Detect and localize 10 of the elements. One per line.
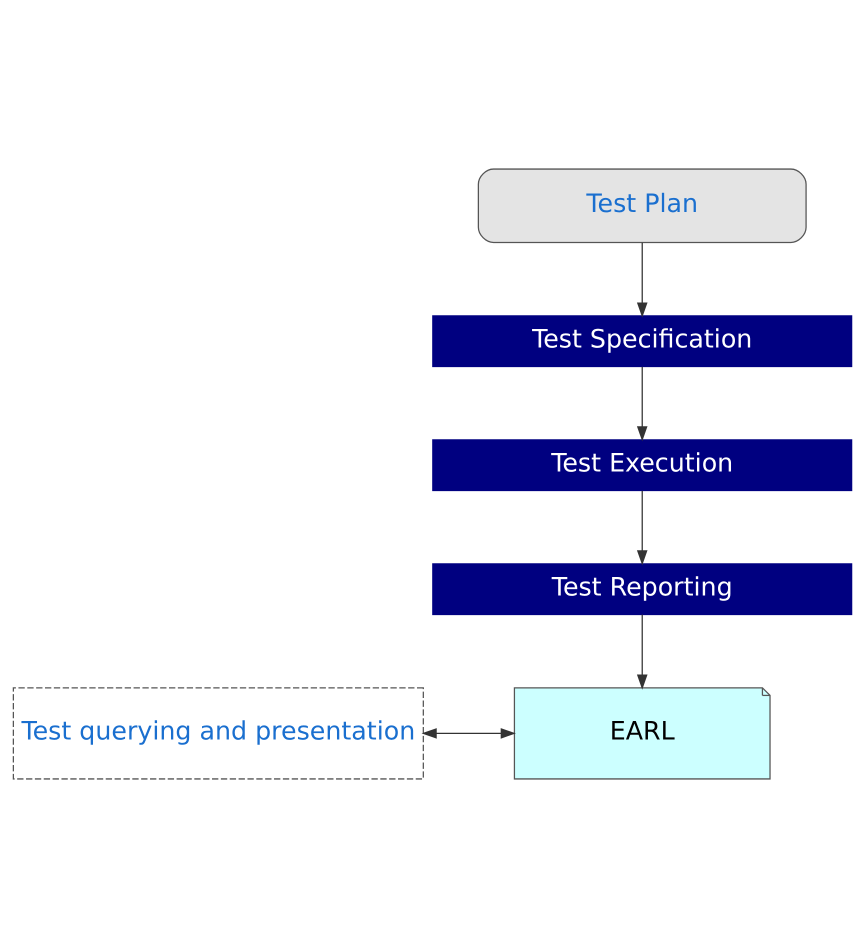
arrow [636,366,648,442]
node-box: Test Execution [432,439,852,492]
node-box: Test Plan [478,168,807,244]
arrow [636,614,648,690]
node-box: Test Reporting [432,563,852,616]
node-box: Test Specification [432,315,852,368]
arrow [422,728,516,739]
arrow [636,490,648,566]
arrow [636,242,648,318]
node-box: Test querying and presentation [12,687,424,780]
